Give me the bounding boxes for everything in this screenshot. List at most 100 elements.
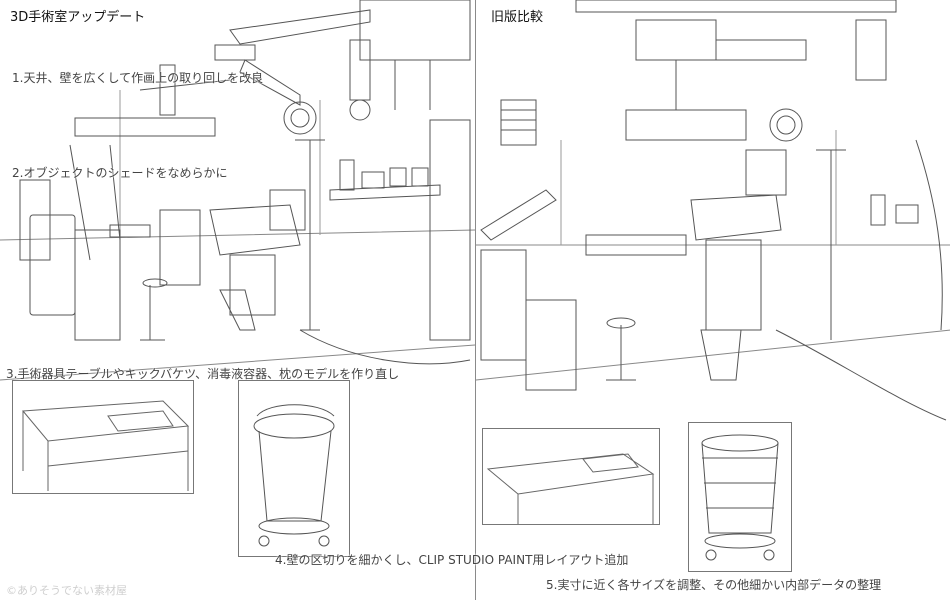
detail-inset-kick-bucket: [238, 380, 350, 557]
left-panel-new-version: 3D手術室アップデート 1.天井、壁を広くして作画上の取り回しを改良 2.オブジ…: [0, 0, 475, 600]
right-panel-old-version: 旧版比較: [476, 0, 950, 600]
light-column: [856, 20, 886, 80]
bucket-rim: [701, 434, 779, 452]
equipment-cabinet: [75, 230, 120, 340]
vent-slats: [501, 110, 536, 130]
caster: [258, 535, 270, 547]
ceiling-pendant: [636, 20, 716, 60]
instrument-table: [586, 235, 686, 255]
operating-room-lineart-new: [0, 0, 475, 600]
update-note-4: 4.壁の区切りを細かくし、CLIP STUDIO PAINT用レイアウト追加: [275, 553, 629, 567]
surgical-light-arm: [716, 40, 806, 60]
table-legs: [22, 411, 189, 491]
operating-table-top: [691, 195, 781, 240]
tray: [582, 453, 639, 473]
update-note-2: 2.オブジェクトのシェードをなめらかに: [12, 166, 228, 180]
kick-bucket-detail: [253, 404, 335, 547]
light-arm-2: [240, 60, 300, 105]
stool: [140, 285, 165, 340]
pendant-head: [626, 110, 746, 140]
wall-seam: [561, 130, 836, 245]
surgical-light-head: [284, 102, 316, 134]
detail-inset-instrument-table: [12, 380, 194, 494]
light-joint: [215, 45, 255, 60]
detail-inset-old-instrument-table: [482, 428, 660, 525]
left-panel-title: 3D手術室アップデート: [10, 10, 146, 25]
equipment-tower: [430, 120, 470, 340]
bucket-base: [258, 517, 330, 535]
update-note-1: 1.天井、壁を広くして作画上の取り回しを改良: [12, 71, 264, 85]
operating-table-top: [210, 205, 300, 255]
update-note-5: 5.実寸に近く各サイズを調整、その他細かい内部データの整理: [546, 578, 882, 592]
kick-bucket: [220, 290, 255, 330]
bucket-bands: [702, 457, 778, 509]
wall-shelf: [330, 185, 440, 200]
equipment-rack: [20, 180, 50, 260]
air-vent: [501, 100, 536, 145]
monitor: [270, 190, 305, 230]
disinfectant-bottle: [871, 195, 885, 225]
surgical-light-lens: [777, 116, 795, 134]
bucket-base: [704, 533, 776, 549]
box: [362, 172, 384, 188]
bucket-rim: [253, 413, 335, 439]
instrument-table: [160, 210, 200, 285]
box: [896, 205, 918, 223]
surgical-light-head: [770, 109, 802, 141]
operating-room-lineart-old: [476, 0, 950, 600]
cabinet: [526, 300, 576, 390]
iv-stand: [295, 140, 325, 330]
anesthesia-arm: [481, 190, 556, 240]
anesthesia-machine: [481, 250, 526, 360]
surgical-light-arm: [230, 10, 370, 44]
tray: [107, 410, 174, 432]
hoses: [70, 145, 120, 260]
light-knob: [350, 100, 370, 120]
bucket-bag: [256, 404, 335, 417]
update-note-3: 3.手術器具テーブルやキックバケツ、消毒液容器、枕のモデルを作り直し: [6, 367, 400, 381]
right-panel-title: 旧版比較: [491, 10, 544, 25]
cable: [916, 140, 942, 330]
iv-stand: [816, 150, 846, 340]
stool: [606, 325, 636, 380]
operating-table-base: [706, 240, 761, 330]
lower-shelf: [47, 450, 189, 467]
caster: [318, 535, 330, 547]
tray-top: [110, 225, 150, 237]
table-legs: [517, 474, 654, 524]
pendant-column: [160, 65, 175, 115]
copyright-credit: ©ありそうでない素材屋: [6, 584, 127, 597]
floor-cable: [776, 330, 946, 420]
disinfectant-bottle: [340, 160, 354, 190]
table-surface: [486, 453, 655, 495]
wall-seam: [120, 90, 320, 240]
stool-seat: [143, 279, 167, 287]
detail-inset-old-kick-bucket: [688, 422, 792, 572]
monitor: [746, 150, 786, 195]
instrument-table-detail: [21, 400, 190, 491]
surgical-light-lens: [291, 109, 309, 127]
old-kick-bucket-detail: [701, 434, 779, 561]
ceiling-edge: [576, 0, 896, 12]
ceiling-boom-bar: [75, 118, 215, 136]
old-instrument-table-detail: [486, 453, 655, 524]
ceiling-pendant: [360, 0, 470, 60]
anesthesia-machine: [30, 215, 75, 315]
kick-bucket: [701, 330, 741, 380]
container: [390, 168, 406, 186]
bucket-body: [258, 430, 332, 522]
wall-floor-line: [0, 230, 475, 380]
bucket-body: [701, 442, 779, 534]
operating-table-base: [230, 255, 275, 315]
container: [412, 168, 428, 186]
floor-cable: [300, 330, 470, 364]
table-surface: [21, 400, 190, 442]
panel-divider: [475, 0, 476, 600]
pendant-arm: [395, 60, 430, 110]
caster: [763, 549, 775, 561]
wall-floor-line: [476, 245, 950, 380]
ceiling-rail: [140, 80, 230, 90]
stool-seat: [607, 318, 635, 328]
caster: [705, 549, 717, 561]
light-column: [350, 40, 370, 100]
